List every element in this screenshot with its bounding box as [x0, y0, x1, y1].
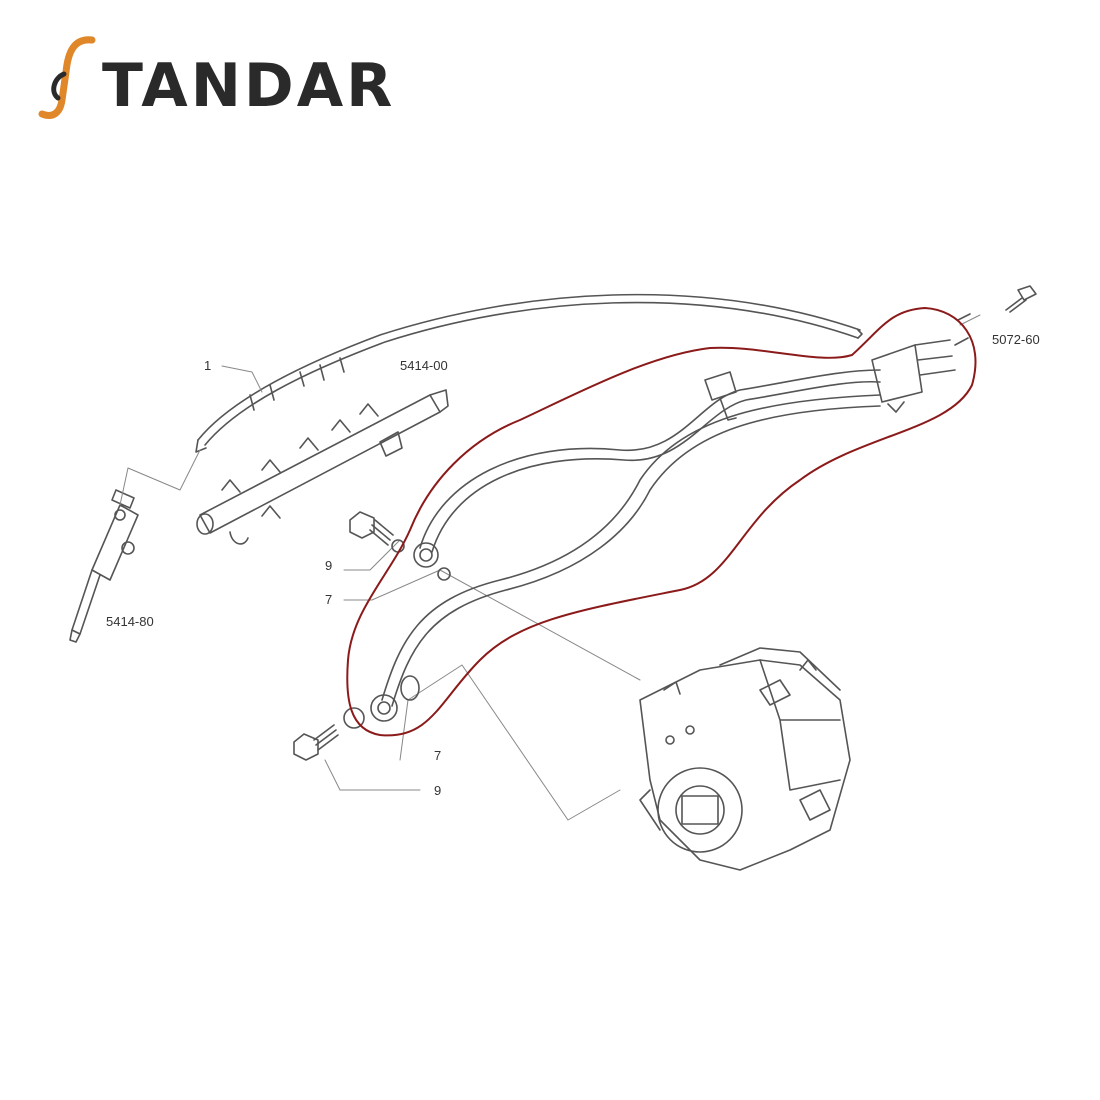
brand-name: TANDAR: [102, 51, 396, 121]
callout-5414-00: 5414-00: [400, 358, 448, 373]
callout-5072-60: 5072-60: [992, 332, 1040, 347]
connector-screw: [1005, 285, 1037, 313]
fuel-rail: [196, 389, 449, 545]
pipe-connection-arrows: [954, 313, 971, 346]
callout-7-top: 7: [325, 592, 332, 607]
callout-7-bottom: 7: [434, 748, 441, 763]
leak-off-pipe-assembly: [370, 339, 956, 722]
leader-lines: [119, 314, 981, 821]
highlight-outline: [346, 306, 977, 737]
return-line-pipe: [195, 293, 863, 453]
callout-9-bottom: 9: [434, 783, 441, 798]
injector: [69, 489, 139, 643]
banjo-bolt-bottom: [293, 724, 339, 761]
high-pressure-pump: [639, 647, 851, 871]
callout-9-top: 9: [325, 558, 332, 573]
callout-1: 1: [204, 358, 211, 373]
banjo-bolt-top: [349, 511, 394, 546]
washer-bottom-1: [343, 707, 365, 729]
brand-logo: TANDAR: [34, 34, 434, 124]
callout-5414-80: 5414-80: [106, 614, 154, 629]
brand-swoosh-icon: [38, 36, 96, 119]
